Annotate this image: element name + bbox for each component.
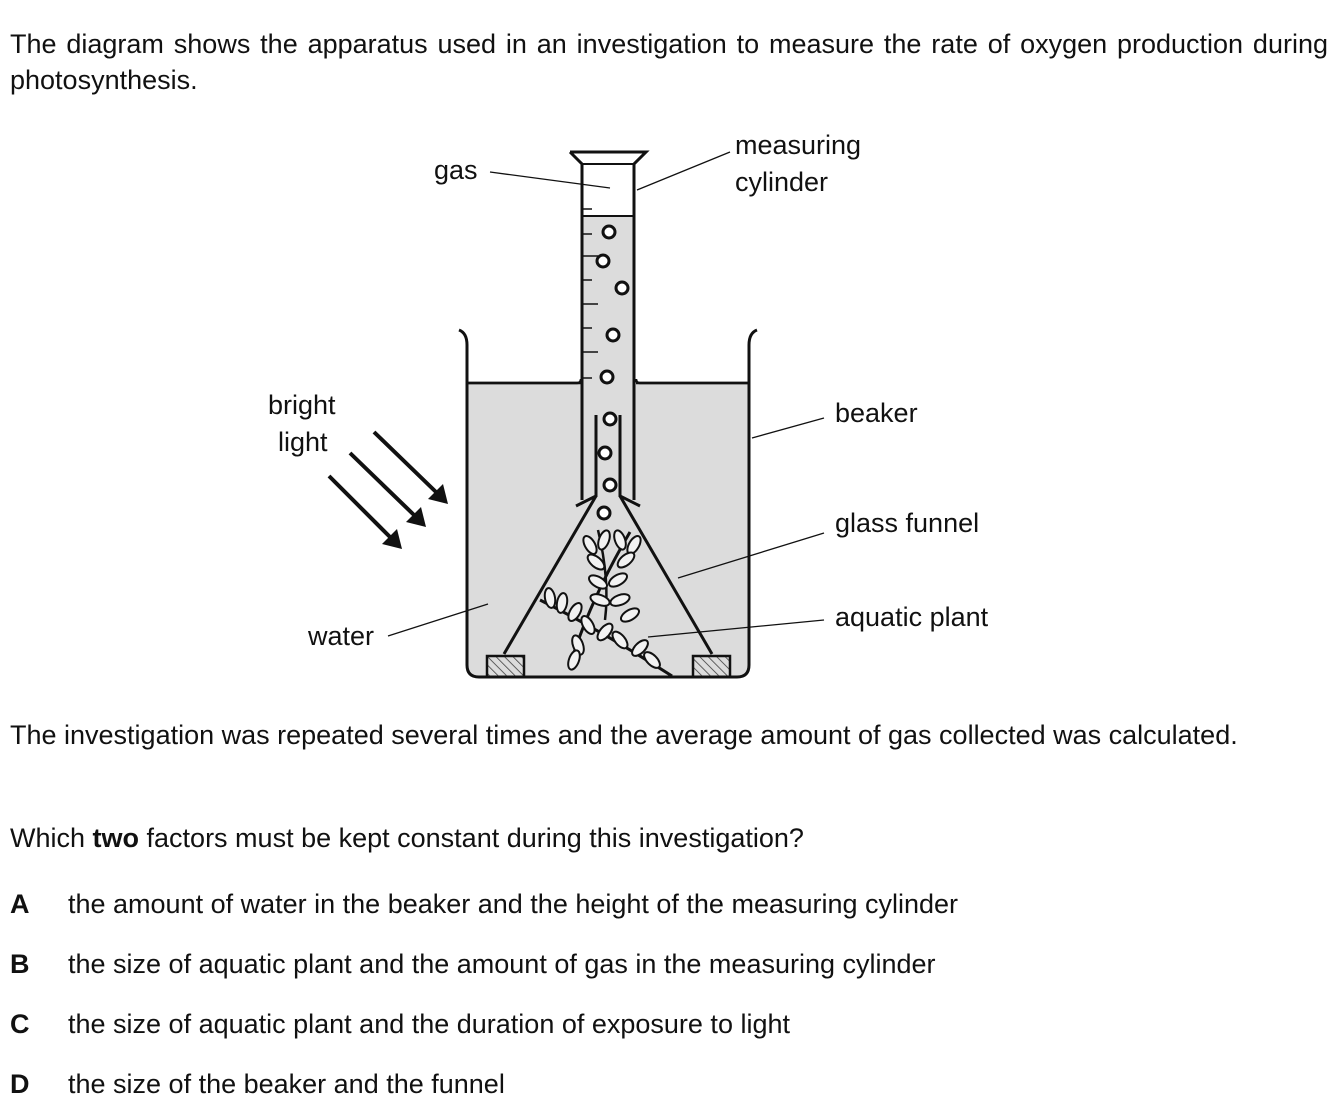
support-left xyxy=(485,654,526,679)
cylinder-scale xyxy=(582,208,598,379)
option-a[interactable]: A the amount of water in the beaker and … xyxy=(10,886,1320,922)
option-text: the size of aquatic plant and the amount… xyxy=(68,949,936,979)
option-c[interactable]: C the size of aquatic plant and the dura… xyxy=(10,1006,1320,1042)
gas-space xyxy=(582,164,634,216)
label-cylinder: cylinder xyxy=(735,167,829,197)
label-light: light xyxy=(278,427,328,457)
support-right xyxy=(691,654,732,679)
intro-text: The diagram shows the apparatus used in … xyxy=(10,29,1328,95)
measuring-cylinder-outline xyxy=(570,150,650,500)
option-letter: C xyxy=(10,1009,30,1039)
leader-lines xyxy=(387,151,825,638)
label-bright: bright xyxy=(268,390,336,420)
beaker-outline xyxy=(458,328,758,679)
question-text: Which two factors must be kept constant … xyxy=(10,820,1328,856)
label-water: water xyxy=(308,621,375,651)
question-after: factors must be kept constant during thi… xyxy=(139,823,804,853)
option-d[interactable]: D the size of the beaker and the funnel xyxy=(10,1066,1320,1102)
option-letter: B xyxy=(10,949,30,979)
option-letter: D xyxy=(10,1069,30,1099)
label-beaker: beaker xyxy=(835,398,918,428)
apparatus-drawing xyxy=(327,150,825,679)
repeat-text: The investigation was repeated several t… xyxy=(10,720,1238,750)
label-gas: gas xyxy=(434,155,478,185)
label-measuring: measuring xyxy=(735,130,862,160)
aquatic-plant xyxy=(539,529,673,678)
option-letter: A xyxy=(10,889,30,919)
option-text: the size of the beaker and the funnel xyxy=(68,1069,505,1099)
gas-bubbles xyxy=(595,224,630,521)
arrow-heads xyxy=(382,484,448,549)
light-arrows xyxy=(327,430,438,539)
question-before: Which xyxy=(10,823,93,853)
label-glass-funnel: glass funnel xyxy=(835,508,980,538)
label-aquatic-plant: aquatic plant xyxy=(835,602,989,632)
option-text: the amount of water in the beaker and th… xyxy=(68,889,959,919)
option-text: the size of aquatic plant and the durati… xyxy=(68,1009,790,1039)
option-b[interactable]: B the size of aquatic plant and the amou… xyxy=(10,946,1320,982)
question-bold: two xyxy=(92,823,140,853)
apparatus-diagram: gas measuring cylinder bright light beak… xyxy=(0,120,1342,690)
